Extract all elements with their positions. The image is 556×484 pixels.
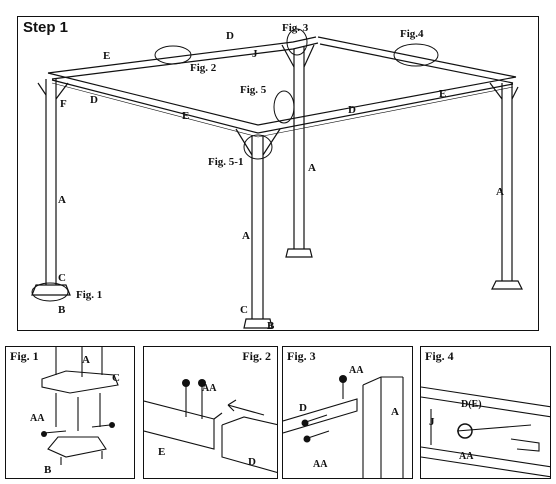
fig1-drawing: A C AA B [30,347,120,476]
fig4-label-AA: AA [459,451,474,462]
fig4-label: Fig.4 [400,28,424,40]
fig3-label-D: D [299,402,307,414]
fig4-title: Fig. 4 [425,349,454,363]
fig1-panel: Fig. 1 A C AA B [5,346,135,479]
fig2-label-D: D [248,456,256,468]
label-E-top-left: E [103,50,110,62]
fig2-title: Fig. 2 [242,349,271,363]
fig3-panel: Fig. 3 AA D A AA [282,346,413,479]
right-post [501,83,513,281]
label-A-right: A [496,186,504,198]
fig2-label-AA: AA [202,383,217,394]
back-post [293,47,305,249]
fig1-label: Fig. 1 [76,289,102,301]
front-beam [47,72,517,126]
label-D-top: D [226,30,234,42]
fig2-callout [154,45,192,65]
fig4-label-J: J [429,416,435,428]
fig2-drawing: AA E D [144,379,277,474]
label-B-left: B [58,304,66,316]
fig51-label: Fig. 5-1 [208,156,243,168]
fig1-label-A: A [82,354,90,366]
fig4-label-DE: D(E) [461,399,482,410]
fig4-drawing: D(E) J AA [421,386,550,478]
label-A-center: A [242,230,250,242]
fig51-callout [243,134,273,160]
right-beam [317,36,517,78]
fig5-label: Fig. 5 [240,84,267,96]
fig3-label-AA-bottom: AA [313,459,328,470]
fig3-callout [286,28,308,56]
fig2-label: Fig. 2 [190,62,217,74]
fig1-callout [31,282,69,302]
fig1-label-C: C [112,372,120,384]
fig1-label-AA: AA [30,413,45,424]
fig3-label-A: A [391,406,399,418]
label-F: F [60,98,67,110]
label-A-left: A [58,194,66,206]
fig5-callout [273,90,295,124]
fig2-label-E: E [158,446,165,458]
gazebo-frame-drawing: Fig. 2 Fig. 3 Fig.4 Fig. 5 Fig. 5-1 Fig.… [31,22,523,332]
step-title: Step 1 [23,19,69,36]
fig3-label-AA-top: AA [349,365,364,376]
fig3-drawing: AA D A AA [283,365,404,478]
fig1-title: Fig. 1 [10,349,39,363]
fig1-label-B: B [44,464,52,476]
label-C-front: C [240,304,248,316]
assembly-overview-panel: Step 1 [17,16,539,332]
label-C-left: C [58,272,66,284]
label-D-right: D [348,104,356,116]
label-E-front: E [182,110,189,122]
label-J-top: J [252,48,258,60]
fig4-panel: Fig. 4 D(E) J AA [420,346,551,479]
fig3-label: Fig. 3 [282,22,309,34]
back-beam [47,36,317,74]
label-B-front: B [267,320,275,332]
label-A-back: A [308,162,316,174]
front-post [251,135,264,319]
label-D-front-left: D [90,94,98,106]
left-post [45,79,57,285]
fig2-panel: Fig. 2 AA E D [143,346,278,479]
label-E-top-right: E [439,88,446,100]
fig4-callout [393,43,439,67]
fig3-title: Fig. 3 [287,349,316,363]
